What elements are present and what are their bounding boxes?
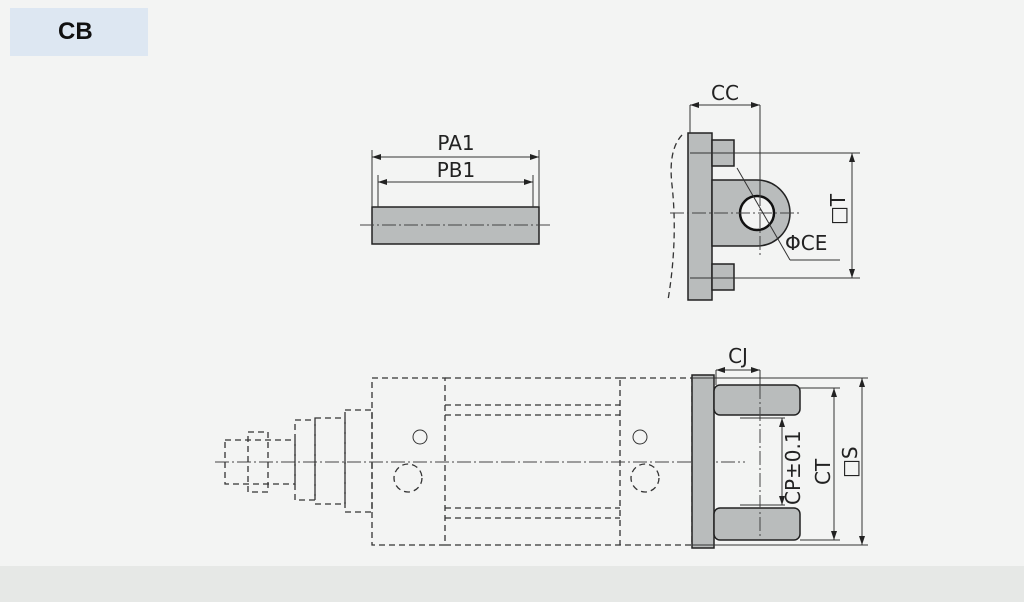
bottom-band xyxy=(0,566,1024,602)
cj-label: CJ xyxy=(728,344,748,368)
pb1-label: PB1 xyxy=(437,158,476,182)
model-title: CB xyxy=(58,18,93,45)
pin-view: PA1 PB1 xyxy=(360,131,550,245)
ce-label: ΦCE xyxy=(785,231,827,255)
pa1-label: PA1 xyxy=(437,131,474,155)
s-label: □S xyxy=(838,446,862,478)
clevis-side-view: CC ΦCE □T xyxy=(667,81,860,301)
cylinder-assembly-view: CJ CP±0.1 CT □S xyxy=(215,344,868,549)
t-label: □T xyxy=(826,193,850,225)
model-tag: CB xyxy=(10,8,148,56)
cc-label: CC xyxy=(711,81,739,105)
ct-label: CT xyxy=(811,458,835,485)
cp-label: CP±0.1 xyxy=(781,430,805,505)
